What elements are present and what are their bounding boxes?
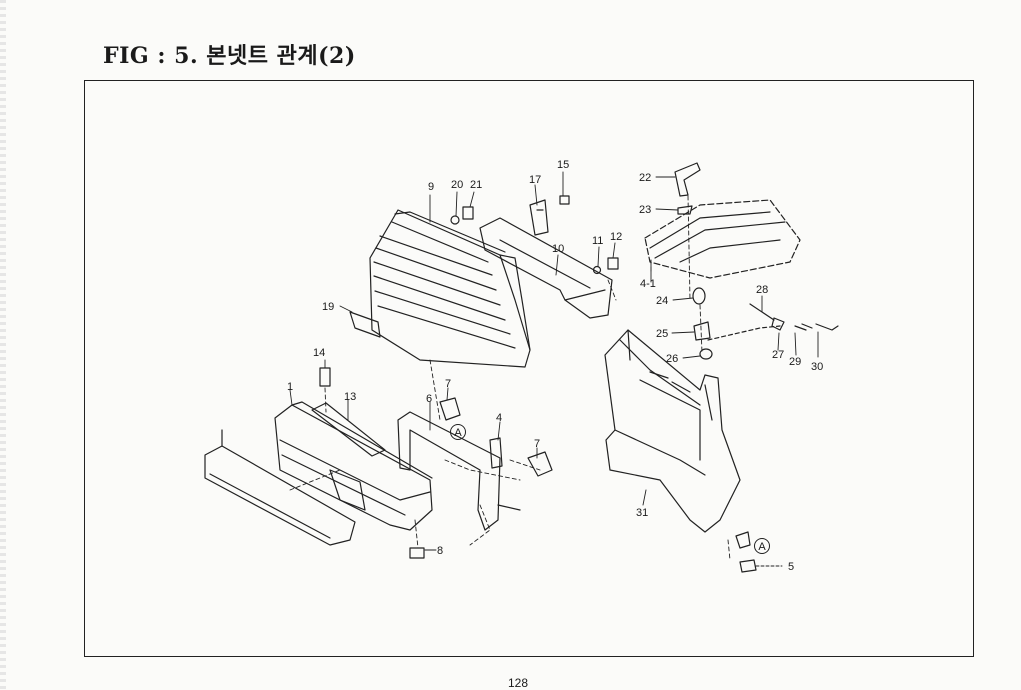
callout-6: 6: [426, 393, 432, 405]
callout-28: 28: [756, 284, 768, 296]
bonnet-latch-parts: [674, 162, 839, 360]
callout-7-top: 7: [445, 378, 451, 390]
callout-5: 5: [788, 561, 794, 573]
mount-brackets: [439, 397, 553, 477]
callout-13: 13: [344, 391, 356, 403]
callout-10: 10: [552, 243, 564, 255]
front-bumper: [274, 401, 433, 531]
reference-mark-a-left-label: A: [454, 427, 462, 439]
bumper-clip: [319, 367, 331, 387]
upper-support-panel: [479, 217, 613, 319]
leader-lines: [289, 171, 819, 567]
bumper-lower-valance: [204, 429, 356, 546]
callout-numbers: 9 20 21 17 15 10 11 12 19 22 23 4-1 24 2…: [287, 159, 823, 573]
callout-25: 25: [656, 328, 668, 340]
callout-1: 1: [287, 381, 293, 393]
callout-21: 21: [470, 179, 482, 191]
callout-11: 11: [592, 235, 603, 247]
callout-26: 26: [666, 353, 678, 365]
callout-9: 9: [428, 181, 434, 193]
reference-mark-a-left: [450, 424, 466, 440]
callout-12: 12: [610, 231, 622, 243]
page-title: FIG : 5. 본넷트 관계(2): [103, 43, 356, 69]
bumper-top-strip: [311, 402, 386, 457]
grille-lower-strip: [349, 311, 381, 338]
side-bracket: [529, 199, 549, 236]
bonnet-panel: [644, 199, 801, 279]
callout-29: 29: [789, 356, 801, 368]
callout-27: 27: [772, 349, 784, 361]
callout-15: 15: [557, 159, 569, 171]
radiator-grille: [369, 209, 531, 368]
callout-30: 30: [811, 361, 823, 373]
diagram-frame: [84, 80, 974, 657]
callout-24: 24: [656, 295, 668, 307]
core-support-bolt: [735, 531, 757, 573]
reference-mark-a-right: [754, 538, 770, 554]
callout-19: 19: [322, 301, 334, 313]
radiator-core-support: [604, 329, 741, 533]
bumper-bracket-frame: [397, 411, 521, 531]
callout-20: 20: [451, 179, 463, 191]
bumper-bolt: [409, 547, 425, 559]
callout-23: 23: [639, 204, 651, 216]
page-binding-edge: [0, 0, 6, 690]
callout-14: 14: [313, 347, 325, 359]
reference-mark-a-right-label: A: [758, 541, 766, 553]
callout-7-right: 7: [534, 438, 540, 450]
callout-8: 8: [437, 545, 443, 557]
page-number: 128: [508, 676, 529, 690]
callout-4-1: 4-1: [640, 278, 656, 290]
callout-22: 22: [639, 172, 651, 184]
callout-17: 17: [529, 174, 541, 186]
assembly-guide-lines: [289, 195, 731, 561]
callout-4: 4: [496, 412, 502, 424]
callout-31: 31: [636, 507, 648, 519]
